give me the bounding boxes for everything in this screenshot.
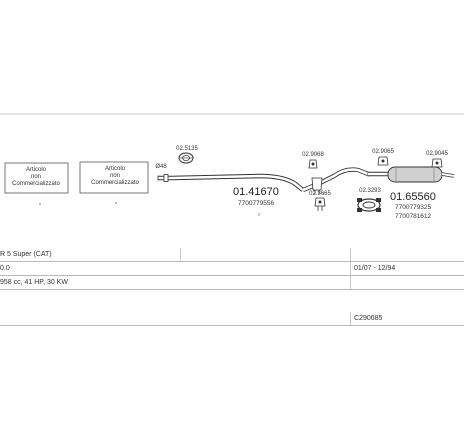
column-divider bbox=[180, 248, 181, 261]
catalog-code: C290685 bbox=[354, 315, 383, 322]
column-divider bbox=[350, 312, 351, 325]
column-divider bbox=[350, 276, 351, 289]
column-divider bbox=[350, 248, 351, 261]
box-left-line2: non bbox=[31, 174, 41, 180]
front-pipe-oem: 7700779556 bbox=[238, 200, 275, 207]
box-left-line1: Articolo bbox=[26, 167, 47, 173]
spec-row-engine: 958 cc, 41 HP, 30 KW bbox=[0, 276, 464, 290]
dot-marker bbox=[39, 203, 41, 205]
clamp-top: 02.5135 bbox=[176, 146, 199, 164]
box-right-line3: Commercializzato bbox=[91, 180, 139, 186]
dot-marker bbox=[115, 202, 117, 204]
rear-silencer-oem-2: 7700781612 bbox=[395, 213, 432, 220]
clamp-top-code: 02.5135 bbox=[176, 146, 198, 152]
rear-clamp: 02.3293 bbox=[357, 188, 382, 212]
spec-row-blank bbox=[0, 290, 464, 303]
production-years: 01/07 - 12/94 bbox=[354, 265, 396, 272]
middle-pipe-clamp bbox=[311, 177, 323, 194]
rear-silencer bbox=[368, 166, 455, 183]
box-right-line2: non bbox=[110, 173, 120, 179]
hanger-1: 02.9068 bbox=[302, 152, 325, 169]
hanger-2: 02.9065 bbox=[372, 149, 395, 166]
exhaust-diagram: Articolo non Commercializzato Articolo n… bbox=[0, 113, 464, 220]
box-right-line1: Articolo bbox=[105, 166, 126, 172]
rear-clamp-code: 02.3293 bbox=[359, 188, 381, 194]
spec-row-code: C290685 bbox=[0, 312, 464, 326]
box-left-line3: Commercializzato bbox=[12, 181, 60, 187]
engine-spec: 958 cc, 41 HP, 30 KW bbox=[0, 279, 68, 286]
not-available-box-right: Articolo non Commercializzato bbox=[79, 161, 149, 194]
front-pipe bbox=[157, 173, 305, 192]
engine-value: 0.0 bbox=[0, 265, 10, 272]
hanger-1-lower-code: 02.3665 bbox=[309, 191, 331, 197]
rear-silencer-code: 01.65560 bbox=[390, 191, 436, 203]
diameter-label: Ø48 bbox=[155, 164, 167, 170]
model-name: R 5 Super (CAT) bbox=[0, 251, 52, 258]
hanger-2-code: 02.9065 bbox=[372, 149, 394, 155]
rear-silencer-oem-1: 7700779325 bbox=[395, 204, 432, 211]
front-pipe-code: 01.41670 bbox=[233, 186, 279, 198]
hanger-1-code: 02.9068 bbox=[302, 152, 324, 158]
spec-row-years: 0.0 01/07 - 12/94 bbox=[0, 262, 464, 276]
hanger-3-code: 02.9045 bbox=[426, 151, 448, 157]
column-divider bbox=[350, 262, 351, 275]
hanger-3: 02.9045 bbox=[426, 151, 449, 168]
not-available-box-left: Articolo non Commercializzato bbox=[4, 162, 69, 194]
spec-row-model: R 5 Super (CAT) bbox=[0, 248, 464, 262]
hanger-1-lower: 02.3665 bbox=[309, 191, 332, 211]
